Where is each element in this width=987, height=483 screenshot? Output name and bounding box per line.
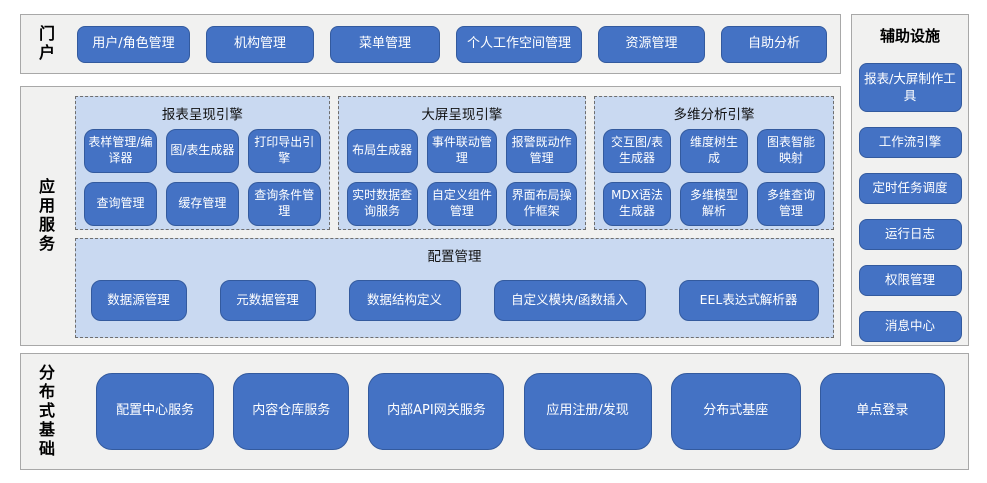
node-query-condition-mgmt: 查询条件管理: [247, 182, 321, 226]
node-dimension-tree-generation: 维度树生成: [680, 129, 748, 173]
app-services-content: 报表呈现引擎 表样管理/编译器 图/表生成器 打印导出引擎 查询管理 缓存管理 …: [73, 87, 840, 345]
group-grid: 交互图/表生成器 维度树生成 图表智能映射 MDX语法生成器 多维模型解析 多维…: [603, 129, 825, 226]
portal-button-row: 用户/角色管理 机构管理 菜单管理 个人工作空间管理 资源管理 自助分析: [77, 25, 827, 63]
group-config-mgmt: 配置管理 数据源管理 元数据管理 数据结构定义 自定义模块/函数插入 EEL表达…: [75, 238, 834, 338]
node-eel-expression-parser: EEL表达式解析器: [678, 279, 819, 321]
group-title: 多维分析引擎: [673, 107, 755, 123]
node-multidim-model-parsing: 多维模型解析: [680, 182, 748, 226]
node-event-linkage-mgmt: 事件联动管理: [426, 129, 498, 173]
group-dashboard-render-engine: 大屏呈现引擎 布局生成器 事件联动管理 报警既动作管理 实时数据查询服务 自定义…: [337, 96, 587, 231]
group-grid: 布局生成器 事件联动管理 报警既动作管理 实时数据查询服务 自定义组件管理 界面…: [346, 129, 578, 226]
distributed-foundation-layer: 分布式基础 配置中心服务 内容仓库服务 内部API网关服务 应用注册/发现 分布…: [20, 353, 969, 470]
node-custom-module-function-insert: 自定义模块/函数插入: [493, 279, 646, 321]
node-datasource-mgmt: 数据源管理: [90, 279, 187, 321]
portal-label-column: 门户: [21, 24, 73, 63]
foundation-label-column: 分布式基础: [21, 363, 73, 458]
app-services-label-column: 应用服务: [21, 87, 73, 345]
aux-facilities-panel: 辅助设施 报表/大屏制作工具 工作流引擎 定时任务调度 运行日志 权限管理 消息…: [851, 14, 969, 346]
node-alert-action-mgmt: 报警既动作管理: [506, 129, 578, 173]
node-interactive-chart-generator: 交互图/表生成器: [603, 129, 672, 173]
config-button-row: 数据源管理 元数据管理 数据结构定义 自定义模块/函数插入 EEL表达式解析器: [84, 271, 825, 329]
foundation-button-row: 配置中心服务 内容仓库服务 内部API网关服务 应用注册/发现 分布式基座 单点…: [73, 373, 968, 450]
node-metadata-mgmt: 元数据管理: [219, 279, 316, 321]
node-multidim-query-mgmt: 多维查询管理: [757, 182, 825, 226]
node-chart-smart-mapping: 图表智能映射: [757, 129, 825, 173]
node-ui-layout-framework: 界面布局操作框架: [506, 182, 578, 226]
group-multidim-analysis-engine: 多维分析引擎 交互图/表生成器 维度树生成 图表智能映射 MDX语法生成器 多维…: [594, 96, 834, 231]
engine-group-row: 报表呈现引擎 表样管理/编译器 图/表生成器 打印导出引擎 查询管理 缓存管理 …: [75, 96, 834, 231]
node-run-logs: 运行日志: [858, 219, 962, 250]
node-mdx-syntax-generator: MDX语法生成器: [603, 182, 672, 226]
node-config-center-service: 配置中心服务: [96, 373, 215, 450]
node-distributed-base: 分布式基座: [670, 373, 801, 450]
node-internal-api-gateway-service: 内部API网关服务: [368, 373, 505, 450]
node-custom-component-mgmt: 自定义组件管理: [426, 182, 498, 226]
group-title: 报表呈现引擎: [161, 107, 243, 123]
app-services-layer-label: 应用服务: [38, 177, 55, 253]
node-layout-generator: 布局生成器: [346, 129, 418, 173]
app-services-layer: 应用服务 报表呈现引擎 表样管理/编译器 图/表生成器 打印导出引擎 查询管理 …: [20, 86, 841, 346]
node-realtime-data-query-service: 实时数据查询服务: [346, 182, 418, 226]
portal-layer-label: 门户: [38, 24, 55, 62]
node-scheduled-task-dispatch: 定时任务调度: [858, 173, 962, 204]
node-data-structure-definition: 数据结构定义: [348, 279, 461, 321]
node-report-style-compiler: 表样管理/编译器: [84, 129, 157, 173]
node-resource-mgmt: 资源管理: [598, 25, 705, 63]
node-personal-workspace-mgmt: 个人工作空间管理: [456, 25, 582, 63]
node-message-center: 消息中心: [858, 311, 962, 342]
node-print-export-engine: 打印导出引擎: [247, 129, 321, 173]
node-user-role-mgmt: 用户/角色管理: [77, 25, 190, 63]
foundation-layer-label: 分布式基础: [38, 363, 55, 458]
node-single-sign-on: 单点登录: [819, 373, 945, 450]
node-permission-mgmt: 权限管理: [858, 265, 962, 296]
group-title: 大屏呈现引擎: [421, 107, 503, 123]
node-org-mgmt: 机构管理: [206, 25, 314, 63]
aux-button-column: 报表/大屏制作工具 工作流引擎 定时任务调度 运行日志 权限管理 消息中心: [858, 63, 962, 342]
group-title: 配置管理: [427, 249, 482, 266]
node-report-dashboard-authoring-tool: 报表/大屏制作工具: [858, 63, 962, 112]
node-workflow-engine: 工作流引擎: [858, 127, 962, 158]
aux-facilities-title: 辅助设施: [879, 27, 940, 45]
node-self-service-analysis: 自助分析: [721, 25, 827, 63]
node-app-registration-discovery: 应用注册/发现: [523, 373, 652, 450]
group-grid: 表样管理/编译器 图/表生成器 打印导出引擎 查询管理 缓存管理 查询条件管理: [84, 129, 321, 226]
node-content-repository-service: 内容仓库服务: [233, 373, 350, 450]
group-report-render-engine: 报表呈现引擎 表样管理/编译器 图/表生成器 打印导出引擎 查询管理 缓存管理 …: [75, 96, 330, 231]
node-menu-mgmt: 菜单管理: [330, 25, 440, 63]
node-chart-table-generator: 图/表生成器: [165, 129, 239, 173]
portal-layer: 门户 用户/角色管理 机构管理 菜单管理 个人工作空间管理 资源管理 自助分析: [20, 14, 841, 74]
node-query-mgmt: 查询管理: [84, 182, 157, 226]
node-cache-mgmt: 缓存管理: [165, 182, 239, 226]
